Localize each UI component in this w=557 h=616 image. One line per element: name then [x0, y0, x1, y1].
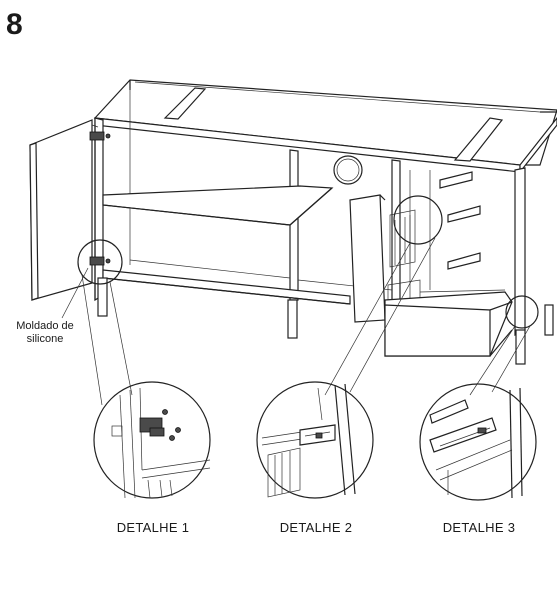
detail-1-marker	[77, 239, 123, 285]
drawer-slides	[409, 170, 481, 300]
detail-1-view	[93, 381, 211, 499]
cabinet-top-frame	[93, 79, 557, 174]
hinge-top	[89, 131, 111, 141]
callout-line-2: silicone	[26, 333, 64, 345]
detail-2-view	[256, 381, 374, 499]
detail-1-label: DETALHE 1	[116, 520, 190, 535]
step-number: 8	[6, 8, 23, 41]
cabinet-legs	[97, 277, 554, 365]
detail-3-view	[419, 383, 537, 501]
callout-leader	[61, 267, 89, 319]
detail-3-label: DETALHE 3	[442, 520, 516, 535]
silicone-callout: Moldado de silicone	[4, 320, 86, 346]
detail-2-label: DETALHE 2	[279, 520, 353, 535]
detail-2-marker	[393, 195, 443, 245]
open-door-left	[29, 119, 99, 301]
callout-line-1: Moldado de	[16, 320, 74, 332]
hinge-bottom	[89, 256, 111, 266]
pull-out-drawer	[384, 289, 513, 357]
drawer-front-panel	[349, 194, 386, 323]
detail-3-marker	[505, 295, 539, 329]
